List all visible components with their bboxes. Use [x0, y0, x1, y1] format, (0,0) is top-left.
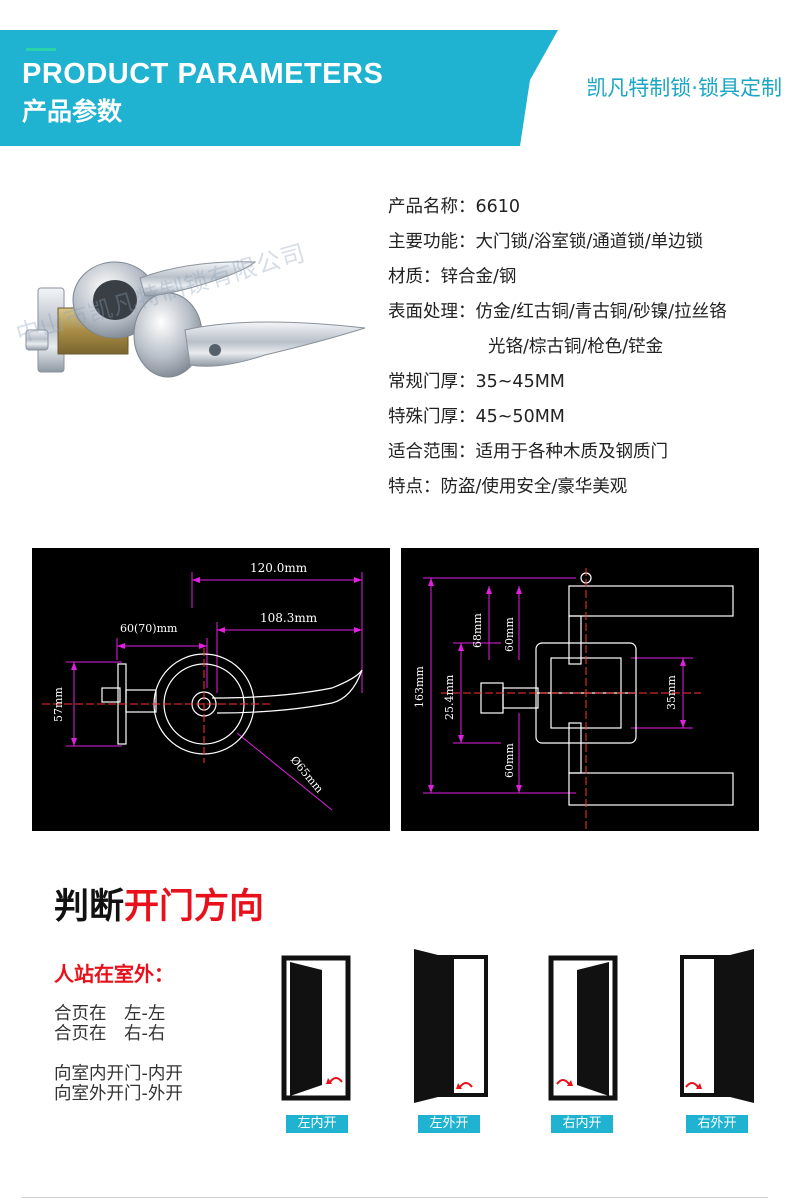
brand-panel	[520, 30, 790, 146]
spec-label: 表面处理：	[388, 302, 476, 322]
header-banner: PRODUCT PARAMETERS 产品参数 凯凡特制锁·锁具定制	[0, 30, 790, 146]
outside-label: 人站在室外：	[54, 962, 174, 986]
door-label-right-in: 右内开	[551, 1115, 613, 1133]
brand-name: 凯凡特制锁·锁具定制	[586, 76, 782, 100]
spec-value: 光铬/棕古铜/枪色/铓金	[488, 337, 664, 357]
spec-value: 适用于各种木质及钢质门	[475, 442, 669, 462]
spec-row: 产品名称：6610	[388, 194, 788, 229]
spec-label: 适合范围：	[388, 442, 476, 462]
spec-value: 45~50MM	[475, 407, 565, 427]
spec-label: 主要功能：	[388, 232, 476, 252]
dimension-diagram-front: 163mm 68mm 60mm 60mm 25.4mm 35mm	[401, 548, 759, 831]
dim-handle-label: 108.3mm	[260, 611, 318, 625]
spec-row: 表面处理：仿金/红古铜/青古铜/砂镍/拉丝铬	[388, 299, 788, 334]
rule-hinge-right: 合页在 右-右	[54, 1024, 166, 1044]
dim-hub-label: 35mm	[665, 675, 678, 710]
dim-total-label-2: 163mm	[413, 666, 426, 708]
direction-title: 判断开门方向	[54, 878, 264, 929]
spec-value: 35~45MM	[475, 372, 565, 392]
door-left-out	[412, 945, 492, 1103]
door-label-right-out: 右外开	[686, 1115, 748, 1133]
spec-label: 材质：	[388, 267, 441, 287]
dimension-diagram-side: 120.0mm 108.3mm 60(70)mm 57mm Ø65mm	[32, 548, 390, 831]
spec-row: 材质：锌合金/钢	[388, 264, 788, 299]
dim-top1-label: 68mm	[471, 613, 484, 648]
title-cn: 产品参数	[22, 97, 123, 126]
spec-label: 产品名称：	[388, 197, 476, 217]
door-right-in	[545, 950, 625, 1105]
spec-row: 特殊门厚：45~50MM	[388, 404, 788, 439]
spec-value: 6610	[475, 197, 521, 217]
dim-height-label: 57mm	[52, 687, 65, 722]
door-left-in	[278, 950, 358, 1105]
door-right-out	[678, 945, 758, 1103]
spec-value: 大门锁/浴室锁/通道锁/单边锁	[475, 232, 704, 252]
door-label-left-out: 左外开	[418, 1115, 480, 1133]
spec-label: 常规门厚：	[388, 372, 476, 392]
door-label-left-in: 左内开	[286, 1115, 348, 1133]
spec-label: 特点：	[388, 477, 441, 497]
direction-title-black: 判断	[54, 887, 125, 927]
dim-top2-label: 60mm	[503, 617, 516, 652]
spec-value: 仿金/红古铜/青古铜/砂镍/拉丝铬	[475, 302, 727, 322]
product-image	[20, 230, 380, 410]
spec-value: 锌合金/钢	[440, 267, 517, 287]
spec-row: 适合范围：适用于各种木质及钢质门	[388, 439, 788, 474]
accent-line	[26, 48, 56, 51]
dim-bottom-label: 60mm	[503, 743, 516, 778]
dim-bore-label: 25.4mm	[443, 674, 456, 720]
spec-row: 光铬/棕古铜/枪色/铓金	[388, 334, 788, 369]
bottom-divider	[22, 1197, 768, 1198]
spec-row: 常规门厚：35~45MM	[388, 369, 788, 404]
rule-hinge-left: 合页在 左-左	[54, 1004, 166, 1024]
dim-total-label: 120.0mm	[250, 561, 308, 575]
spec-row: 主要功能：大门锁/浴室锁/通道锁/单边锁	[388, 229, 788, 264]
dim-backset-label: 60(70)mm	[120, 622, 178, 635]
title-en: PRODUCT PARAMETERS	[22, 58, 384, 90]
rule-open-in: 向室内开门-内开	[54, 1064, 183, 1084]
spec-value: 防盗/使用安全/豪华美观	[440, 477, 628, 497]
spec-row: 特点：防盗/使用安全/豪华美观	[388, 474, 788, 509]
rule-open-out: 向室外开门-外开	[54, 1084, 183, 1104]
spec-label: 特殊门厚：	[388, 407, 476, 427]
direction-title-red: 开门方向	[124, 887, 265, 927]
